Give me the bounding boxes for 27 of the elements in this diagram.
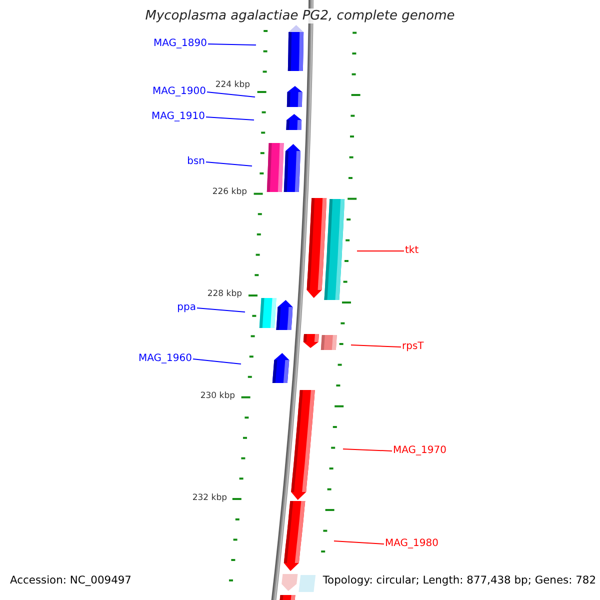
leader-line xyxy=(350,344,402,348)
scale-label: 226 kbp xyxy=(212,188,247,196)
leader-line xyxy=(192,358,242,364)
leader-line xyxy=(356,250,404,252)
scale-label: 224 kbp xyxy=(215,80,250,90)
gene-label: rpsT xyxy=(402,341,424,353)
leader-line xyxy=(334,540,384,544)
scale-label: 232 kbp xyxy=(192,494,227,502)
gene-label: MAG_1960 xyxy=(138,353,192,365)
genome-stats-text: Topology: circular; Length: 877,438 bp; Genes: 782 xyxy=(322,576,596,586)
scale-label: 230 kbp xyxy=(200,392,235,400)
accession-text: Accession: NC_009497 xyxy=(10,576,132,586)
leader-line xyxy=(196,308,246,312)
leader-line xyxy=(206,116,254,120)
gene-label: MAG_1910 xyxy=(152,111,205,123)
leader-line xyxy=(206,162,252,166)
leader-line xyxy=(206,92,256,98)
leader-line xyxy=(208,44,256,46)
gene-label: ppa xyxy=(177,302,196,314)
gene-label: tkt xyxy=(405,245,419,257)
gene-label: bsn xyxy=(187,156,205,168)
gene-label: MAG_1890 xyxy=(154,38,207,50)
leader-line xyxy=(342,448,392,452)
gene-label: MAG_1900 xyxy=(152,86,206,98)
gene-label: MAG_1970 xyxy=(393,445,446,457)
scale-label: 228 kbp xyxy=(207,290,242,298)
gene-label: MAG_1980 xyxy=(385,538,438,550)
